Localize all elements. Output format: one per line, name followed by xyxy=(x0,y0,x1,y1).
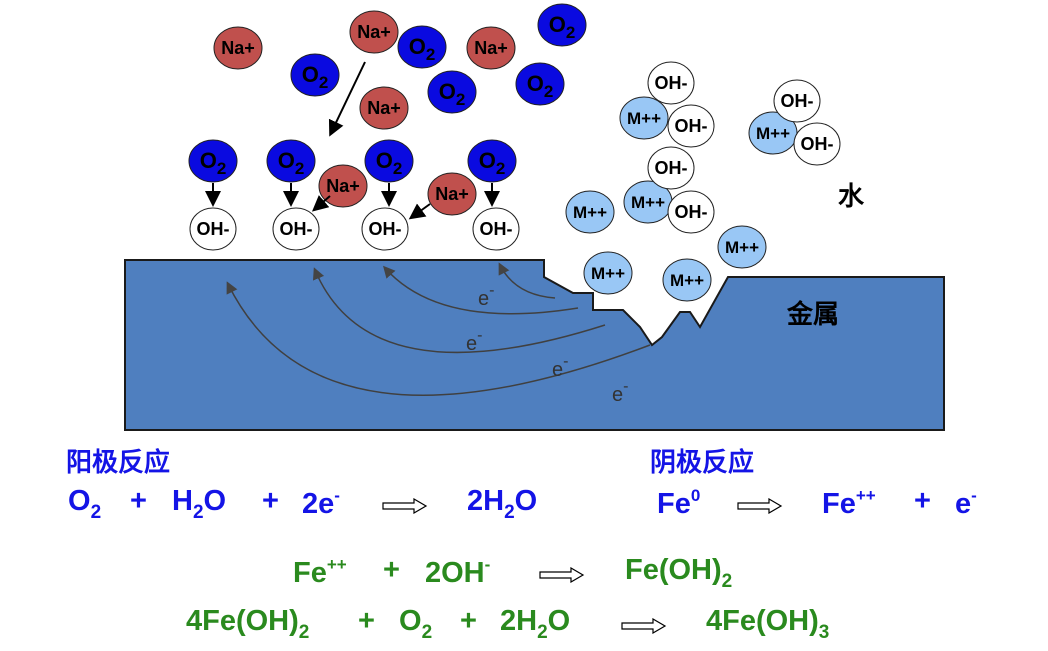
molecule-label: OH- xyxy=(369,219,402,239)
hydroxide-ion: OH- xyxy=(272,207,320,251)
metal-ion: M++ xyxy=(619,96,669,140)
equation-term: 4Fe(OH)3 xyxy=(706,605,830,643)
hydroxide-ion: OH- xyxy=(189,207,237,251)
equation-term: Fe++ xyxy=(822,486,876,520)
attraction-arrow xyxy=(311,195,331,212)
equation-term: 2H2O xyxy=(500,605,571,643)
equation-term: O2 xyxy=(399,605,433,643)
molecule-label: Na+ xyxy=(435,184,469,204)
molecule-label: M++ xyxy=(725,238,759,257)
sodium-ion: Na+ xyxy=(359,86,409,130)
hydroxide-ion: OH- xyxy=(667,190,715,234)
electron-flow-arrow xyxy=(312,267,606,354)
molecule-label: M++ xyxy=(573,203,607,222)
molecule-label: M++ xyxy=(756,124,790,143)
molecule-label: OH- xyxy=(480,219,513,239)
molecule-label: OH- xyxy=(197,219,230,239)
water-label: 水 xyxy=(838,182,865,212)
molecule-label: Na+ xyxy=(221,38,255,58)
migration-arrow xyxy=(328,61,366,137)
hydroxide-ion: OH- xyxy=(647,61,695,105)
hydroxide-ion: OH- xyxy=(361,207,409,251)
anode-reaction-title: 阳极反应 xyxy=(66,448,171,478)
molecule-label: M++ xyxy=(631,193,665,212)
electron-flow-arrow xyxy=(226,281,651,396)
oxygen-molecule: O2 xyxy=(427,70,477,114)
cathode-reaction-title: 阴极反应 xyxy=(650,448,755,478)
yields-arrow-icon xyxy=(382,498,428,514)
molecule-label: M++ xyxy=(591,264,625,283)
electron-flow-arrow xyxy=(498,262,556,299)
hydroxide-ion: OH- xyxy=(773,79,821,123)
yields-arrow-icon xyxy=(539,567,585,583)
plus-sign: + xyxy=(383,554,400,586)
plus-sign: + xyxy=(130,485,147,517)
oxygen-molecule: O2 xyxy=(364,139,414,183)
molecule-label: OH- xyxy=(655,73,688,93)
metal-ion: M++ xyxy=(623,180,673,224)
metal-ion: M++ xyxy=(662,258,712,302)
yields-arrow-icon xyxy=(737,498,783,514)
metal-ion: M++ xyxy=(565,190,615,234)
equation-term: 2e- xyxy=(302,486,340,520)
equation-term: 2OH- xyxy=(425,555,491,589)
oxygen-molecule: O2 xyxy=(537,3,587,47)
sodium-ion: Na+ xyxy=(318,164,368,208)
molecule-label: Na+ xyxy=(326,176,360,196)
molecule-label: OH- xyxy=(655,158,688,178)
metal-block xyxy=(124,259,945,431)
hydroxide-ion: OH- xyxy=(647,146,695,190)
sodium-ion: Na+ xyxy=(427,172,477,216)
metal-label: 金属 xyxy=(787,300,840,330)
sodium-ion: Na+ xyxy=(213,26,263,70)
sodium-ion: Na+ xyxy=(349,10,399,54)
equation-term: 4Fe(OH)2 xyxy=(186,605,310,643)
oxygen-molecule: O2 xyxy=(467,139,517,183)
hydroxide-ion: OH- xyxy=(667,104,715,148)
molecule-label: OH- xyxy=(675,202,708,222)
equation-term: Fe(OH)2 xyxy=(625,554,733,592)
molecule-label: Na+ xyxy=(357,22,391,42)
electron-flow-arrow xyxy=(383,265,579,315)
molecule-label: M++ xyxy=(627,109,661,128)
equation-term: H2O xyxy=(172,485,227,523)
hydroxide-ion: OH- xyxy=(793,122,841,166)
oxygen-molecule: O2 xyxy=(266,139,316,183)
equation-term: 2H2O xyxy=(467,485,538,523)
sodium-ion: Na+ xyxy=(466,26,516,70)
equation-term: Fe0 xyxy=(657,486,701,520)
oxygen-molecule: O2 xyxy=(397,25,447,69)
equation-term: e- xyxy=(955,486,977,520)
metal-ion: M++ xyxy=(717,225,767,269)
plus-sign: + xyxy=(358,605,375,637)
equation-term: Fe++ xyxy=(293,555,347,589)
hydroxide-ion: OH- xyxy=(472,207,520,251)
oxygen-molecule: O2 xyxy=(290,53,340,97)
yields-arrow-icon xyxy=(621,618,667,634)
oxygen-molecule: O2 xyxy=(188,139,238,183)
plus-sign: + xyxy=(262,485,279,517)
oxygen-molecule: O2 xyxy=(515,62,565,106)
molecule-label: Na+ xyxy=(367,98,401,118)
molecule-label: Na+ xyxy=(474,38,508,58)
plus-sign: + xyxy=(914,485,931,517)
attraction-arrow xyxy=(408,203,431,220)
molecule-label: M++ xyxy=(670,271,704,290)
molecule-label: OH- xyxy=(280,219,313,239)
molecule-label: OH- xyxy=(675,116,708,136)
molecule-label: OH- xyxy=(781,91,814,111)
metal-ion: M++ xyxy=(748,111,798,155)
metal-ion: M++ xyxy=(583,251,633,295)
plus-sign: + xyxy=(460,605,477,637)
molecule-label: OH- xyxy=(801,134,834,154)
equation-term: O2 xyxy=(68,485,102,523)
